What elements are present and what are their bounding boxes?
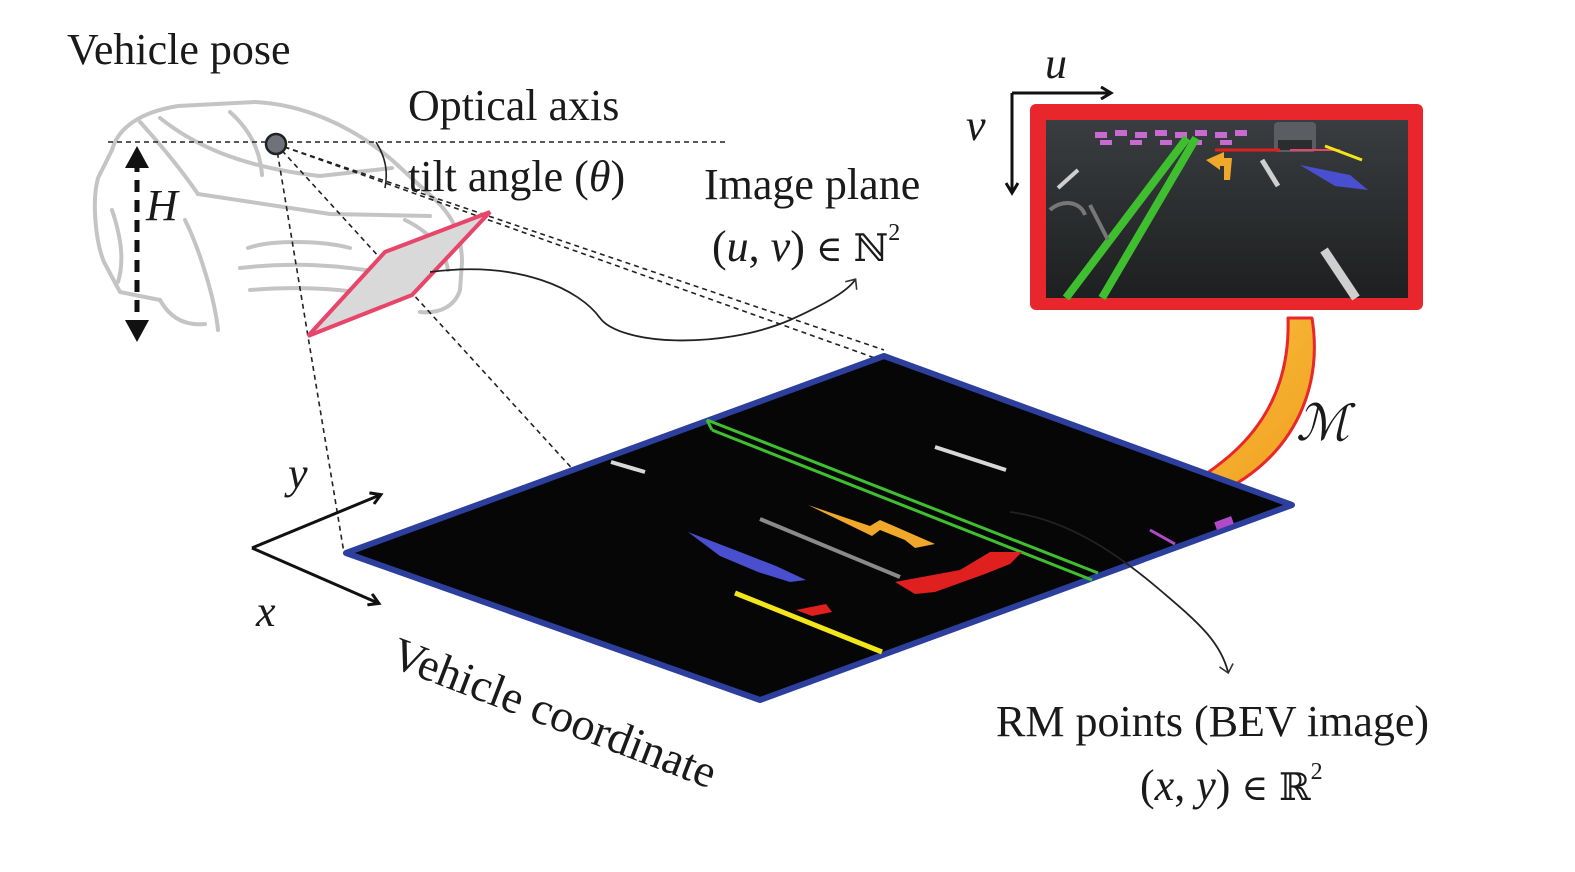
mapping-label: ℳ (1296, 395, 1350, 451)
image-plane-label: Image plane (704, 160, 921, 209)
camera-point-icon (264, 132, 288, 156)
camera-image (1030, 104, 1423, 310)
uv-comma: , (748, 222, 771, 271)
height-arrow (125, 146, 149, 342)
rm-points-pointer-arrow (1009, 511, 1234, 675)
xy-x: x (1154, 761, 1175, 810)
vehicle-axes (251, 495, 380, 603)
view-frustum (275, 143, 885, 554)
tilt-angle-arc (375, 141, 388, 189)
tilt-angle-prefix: tilt angle ( (408, 152, 589, 201)
image-plane-coords: (u, v) ∈ ℕ2 (712, 221, 900, 271)
theta-symbol: θ (588, 152, 611, 201)
axis-u-label: u (1045, 39, 1067, 88)
naturals-symbol: ℕ (853, 226, 889, 270)
reals-exponent: 2 (1310, 759, 1323, 785)
height-symbol-label: H (146, 181, 178, 230)
rm-points-coords: (x, y) ∈ ℝ2 (1140, 760, 1323, 810)
xy-open: ( (1140, 761, 1155, 810)
uv-open: ( (712, 222, 727, 271)
axis-y-label: y (288, 449, 308, 498)
uv-u: u (726, 222, 749, 271)
xy-y: y (1196, 761, 1216, 810)
axis-v-label: v (966, 101, 986, 150)
axis-x-label: x (256, 587, 276, 636)
optical-axis-label: Optical axis (408, 81, 620, 130)
image-plane-pointer-arrow (429, 268, 858, 342)
vehicle-pose-label: Vehicle pose (67, 25, 291, 74)
reals-symbol: ℝ (1279, 765, 1311, 809)
tilt-angle-suffix: ) (610, 152, 626, 201)
uv-close: ) (790, 222, 805, 271)
xy-comma: , (1174, 761, 1197, 810)
uv-elem-of: ∈ (815, 229, 843, 269)
tilt-angle-label: tilt angle (θ) (408, 155, 625, 199)
image-axes (1012, 93, 1110, 192)
uv-v: v (770, 222, 791, 271)
image-plane-shape (306, 210, 492, 338)
bev-image (343, 353, 1295, 703)
naturals-exponent: 2 (888, 220, 901, 246)
rm-points-label: RM points (BEV image) (996, 697, 1430, 746)
xy-elem-of: ∈ (1241, 768, 1269, 808)
xy-close: ) (1215, 761, 1231, 810)
